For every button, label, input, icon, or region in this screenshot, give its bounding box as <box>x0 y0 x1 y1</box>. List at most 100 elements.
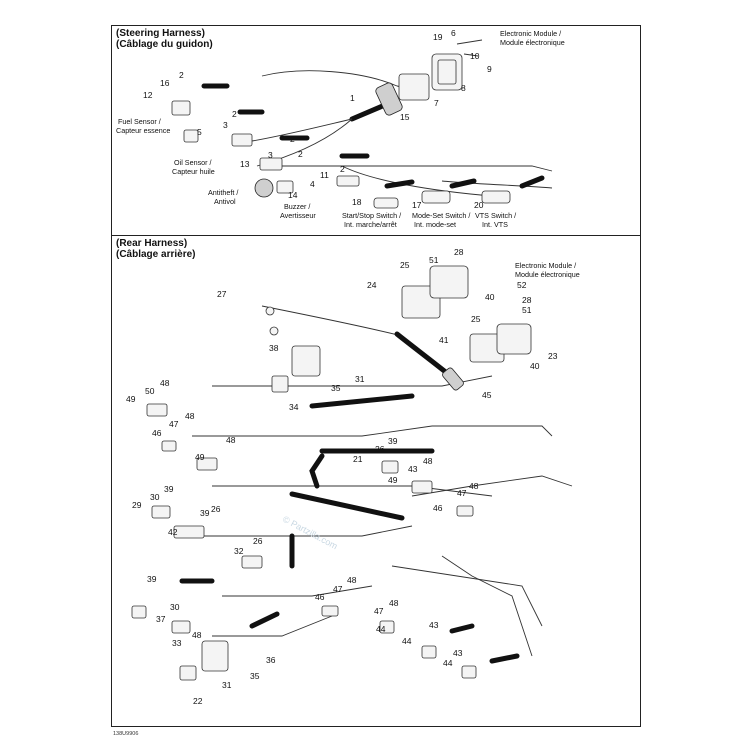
wire-sleeve-f <box>449 178 477 189</box>
rear-electronic-module-lower <box>496 323 532 355</box>
start-stop-switch <box>373 197 399 209</box>
label-oil-sensor-fr: Capteur huile <box>172 167 215 176</box>
rear-harness-panel: (Rear Harness) (Câblage arrière) <box>111 235 641 727</box>
callout-39c: 39 <box>200 508 210 518</box>
callout-44a: 44 <box>376 624 386 634</box>
callout-17: 17 <box>412 200 422 210</box>
callout-46a: 46 <box>152 428 162 438</box>
callout-19: 19 <box>433 32 443 42</box>
callout-48d: 48 <box>423 456 433 466</box>
label-antitheft-fr: Antivol <box>214 197 236 206</box>
callout-3a: 3 <box>223 120 228 130</box>
callout-49a: 49 <box>126 394 136 404</box>
document-code: 138U9906 <box>113 731 139 737</box>
callout-1: 1 <box>350 93 355 103</box>
connector-21 <box>381 460 399 474</box>
callout-14: 14 <box>288 190 298 200</box>
callout-34: 34 <box>289 402 299 412</box>
connector-38 <box>291 345 321 377</box>
rear-sleeve-d <box>289 491 405 521</box>
label-fuel-sensor-fr: Capteur essence <box>116 126 170 135</box>
callout-39d: 39 <box>147 574 157 584</box>
callout-16: 16 <box>160 78 170 88</box>
rear-sleeve-h <box>449 623 475 634</box>
callout-6: 6 <box>451 28 456 38</box>
callout-35a: 35 <box>331 383 341 393</box>
grommet-45 <box>442 367 464 391</box>
connector-42 <box>173 525 205 539</box>
callout-39a: 39 <box>388 436 398 446</box>
callout-42: 42 <box>168 527 178 537</box>
callout-15: 15 <box>400 112 410 122</box>
callout-18: 18 <box>352 197 362 207</box>
callout-8: 8 <box>461 83 466 93</box>
steering-title-en: (Steering Harness) <box>116 28 205 39</box>
callout-9: 9 <box>487 64 492 74</box>
rear-sleeve-b <box>309 453 325 489</box>
callout-47c: 47 <box>333 584 343 594</box>
callout-25a: 25 <box>400 260 410 270</box>
label-buzzer-fr: Avertisseur <box>280 211 316 220</box>
rear-sleeve-g <box>249 611 280 629</box>
callout-39b: 39 <box>164 484 174 494</box>
callout-11: 11 <box>320 170 329 180</box>
label-mode-set-en: Mode-Set Switch / <box>412 211 470 220</box>
label-vts-fr: Int. VTS <box>482 220 508 229</box>
callout-7: 7 <box>434 98 439 108</box>
callout-49c: 49 <box>388 475 398 485</box>
callout-35b: 35 <box>250 671 260 681</box>
callout-30a: 30 <box>150 492 160 502</box>
vts-switch <box>481 190 511 204</box>
callout-43c: 43 <box>453 648 463 658</box>
bracket-22 <box>179 665 197 681</box>
label-fuel-sensor-en: Fuel Sensor / <box>118 117 161 126</box>
callout-44b: 44 <box>402 636 412 646</box>
callout-27: 27 <box>217 289 227 299</box>
steering-harness-drawing: 19 6 9 10 8 7 1 15 16 12 2 2 5 3 2 2 13 … <box>116 28 565 229</box>
rear-sleeve-a <box>309 393 415 409</box>
callout-26b: 26 <box>211 504 221 514</box>
rear-title-en: (Rear Harness) <box>116 238 188 249</box>
label-electronic-module-en: Electronic Module / <box>500 29 561 38</box>
callout-47b: 47 <box>457 488 467 498</box>
label-oil-sensor-en: Oil Sensor / <box>174 158 212 167</box>
rear-harness-drawing: © Partzilla.com 28 51 25 52 27 24 40 28 … <box>126 247 580 706</box>
callout-2d: 2 <box>298 149 303 159</box>
callout-10: 10 <box>470 51 480 61</box>
callout-49b: 49 <box>195 452 205 462</box>
connector-46b <box>456 505 474 517</box>
connector-29 <box>151 505 171 519</box>
callout-36: 36 <box>266 655 276 665</box>
label-mode-set-fr: Int. mode-set <box>414 220 456 229</box>
callout-48b: 48 <box>185 411 195 421</box>
steering-harness-panel: (Steering Harness) (Câblage du guidon) <box>111 25 641 237</box>
module-face <box>437 59 457 85</box>
rear-sleeve-i <box>489 653 520 664</box>
callout-40b: 40 <box>530 361 540 371</box>
connector-44b <box>421 645 437 659</box>
callout-20: 20 <box>474 200 484 210</box>
callout-28b: 28 <box>522 295 532 305</box>
callout-32: 32 <box>234 546 244 556</box>
connector-46c <box>321 605 339 617</box>
rear-title-fr: (Câblage arrière) <box>116 249 196 260</box>
callout-2c: 2 <box>290 134 295 144</box>
callout-48h: 48 <box>192 630 202 640</box>
callout-31b: 31 <box>222 680 232 690</box>
steering-labels: Electronic Module / Module électronique … <box>116 29 565 229</box>
callout-3b: 3 <box>268 150 273 160</box>
callout-48g: 48 <box>389 598 399 608</box>
connector-39 <box>131 605 147 619</box>
callout-38: 38 <box>269 343 279 353</box>
callout-29: 29 <box>132 500 142 510</box>
rear-electronic-module-upper <box>429 265 469 299</box>
callout-46b: 46 <box>433 503 443 513</box>
connector-49a <box>146 403 168 417</box>
callout-44c: 44 <box>443 658 453 668</box>
label-vts-en: VTS Switch / <box>475 211 516 220</box>
label-electronic-module-fr: Module électronique <box>500 38 565 47</box>
callout-24: 24 <box>367 280 377 290</box>
callout-47a: 47 <box>169 419 179 429</box>
callout-30b: 30 <box>170 602 180 612</box>
